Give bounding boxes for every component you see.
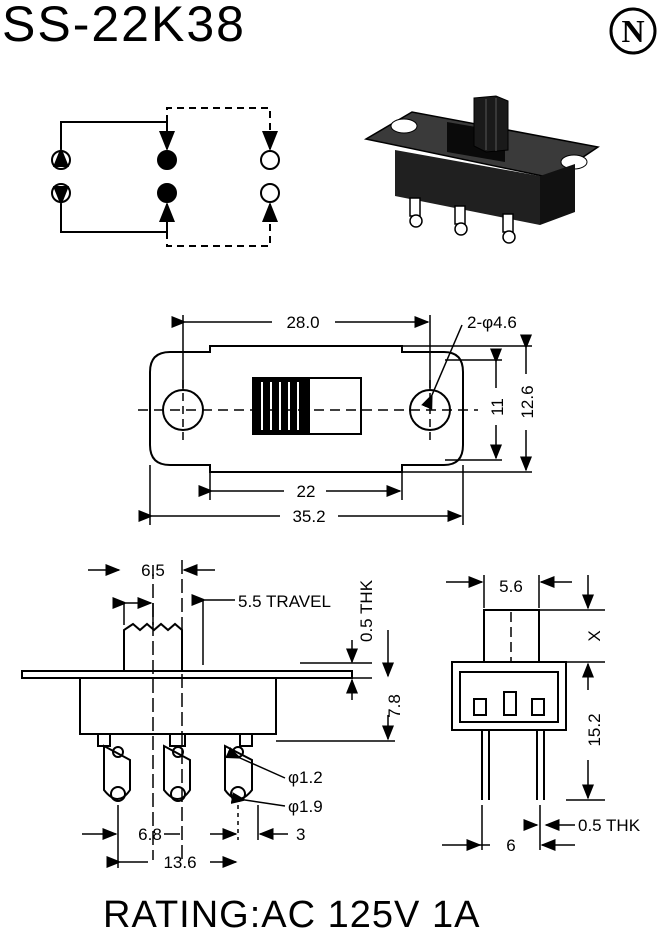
brand-logo: N: [609, 7, 657, 55]
dim-6-5: 6.5: [141, 561, 165, 580]
end-view-drawing: [442, 575, 605, 851]
dim-35-2: 35.2: [292, 507, 325, 526]
dim-3: 3: [296, 825, 305, 844]
circuit-schematic: [51, 107, 280, 247]
terminal-dot-common-top: [157, 150, 177, 170]
terminal-circle-right-bottom: [260, 183, 280, 203]
dim-22: 22: [297, 482, 316, 501]
terminal-circle-right-top: [260, 150, 280, 170]
dim-13-6: 13.6: [163, 853, 196, 872]
dim-5-6: 5.6: [499, 577, 523, 596]
switch-3d-illustration: [363, 95, 600, 244]
dim-15-2: 15.2: [585, 713, 604, 746]
terminal-circle-left-bottom: [51, 183, 71, 203]
rating-text: RATING:AC 125V 1A: [103, 894, 481, 936]
dim-11: 11: [488, 398, 507, 416]
dim-6-8: 6.8: [138, 825, 162, 844]
dim-hole-dia: 2-φ4.6: [467, 313, 517, 332]
dim-terminal-thk: 0.5 THK: [578, 816, 641, 835]
dim-x: X: [585, 630, 604, 641]
terminal-circle-left-top: [51, 150, 71, 170]
dim-hole-1-9: φ1.9: [288, 797, 323, 816]
top-view-drawing: [138, 315, 532, 525]
part-number-title: SS-22K38: [2, 0, 246, 52]
dim-12-6: 12.6: [518, 385, 537, 418]
terminal-dot-common-bottom: [157, 183, 177, 203]
side-view-drawing: [21, 560, 395, 868]
svg-text:N: N: [621, 13, 644, 49]
dim-hole-1-2: φ1.2: [288, 768, 323, 787]
dim-7-8: 7.8: [385, 694, 404, 718]
dim-travel: 5.5 TRAVEL: [238, 592, 331, 611]
dim-plate-thk: 0.5 THK: [357, 579, 376, 642]
dim-6: 6: [506, 836, 515, 855]
dim-28-0: 28.0: [286, 313, 319, 332]
